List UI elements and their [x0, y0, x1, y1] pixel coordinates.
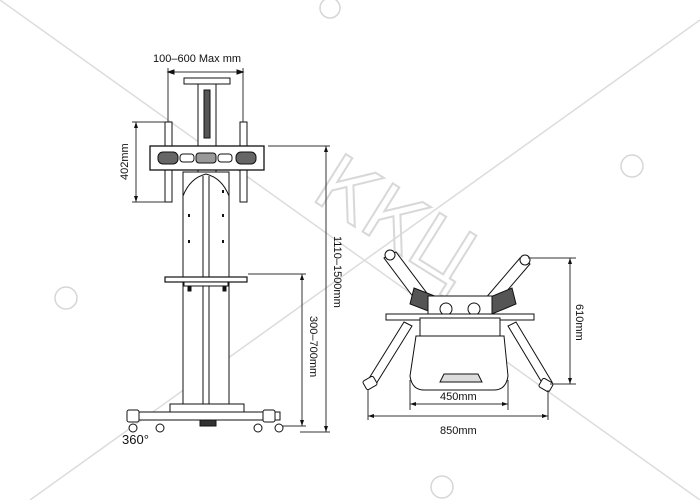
- shelf-height-dimension: [248, 273, 306, 427]
- mount-height-label: 402mm: [119, 143, 131, 180]
- depth-dimension: [528, 257, 576, 385]
- total-height-dimension: [268, 145, 330, 433]
- mount-slot-right: [235, 151, 257, 165]
- mount-height-dimension: [132, 121, 165, 203]
- side-view: [126, 68, 330, 433]
- watermark-circle: [319, 0, 341, 19]
- rotation-label: 360°: [122, 432, 149, 447]
- total-height-label: 1110–1500mm: [331, 236, 343, 308]
- shelf: [164, 276, 248, 283]
- watermark-text: ККЦ: [299, 138, 492, 305]
- mount-slot-left: [157, 151, 179, 165]
- outer-width-label: 850mm: [440, 425, 477, 437]
- shelf-bracket: [183, 281, 229, 287]
- shelf-height-label: 300–700mm: [307, 316, 319, 377]
- base-tray: [409, 335, 509, 391]
- outer-width-dimension: [367, 390, 549, 420]
- watermark-circle: [620, 154, 644, 178]
- mount-lock: [195, 152, 217, 164]
- width-label: 100–600 Max mm: [153, 53, 241, 65]
- watermark-circle: [430, 475, 454, 499]
- caster-wheels: [126, 409, 284, 433]
- base-view: [362, 249, 576, 420]
- top-bracket: [183, 77, 231, 85]
- leg-front-right: [507, 321, 553, 387]
- depth-label: 610mm: [573, 304, 585, 341]
- base-plate: [169, 403, 245, 413]
- upper-column-slot: [203, 89, 211, 139]
- mount-slot-center-left: [179, 153, 195, 163]
- base-bar: [129, 411, 281, 421]
- inner-width-label: 450mm: [440, 391, 477, 403]
- mount-slot-center-right: [217, 153, 233, 163]
- column-holes: [188, 190, 224, 243]
- inner-width-dimension: [409, 380, 509, 410]
- leg-front-left: [367, 321, 413, 385]
- width-dimension: [166, 68, 245, 132]
- watermark-circle: [54, 286, 78, 310]
